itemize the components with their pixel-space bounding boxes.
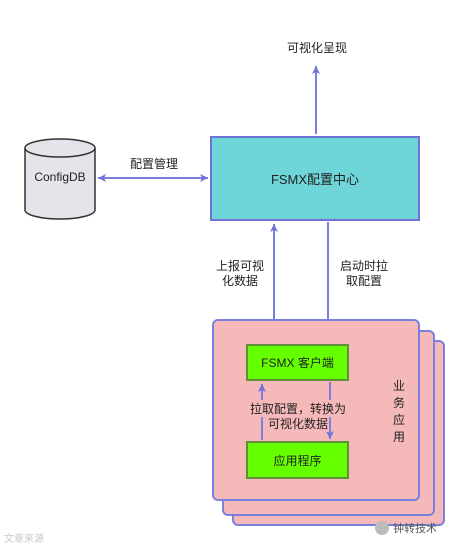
wechat-icon (375, 521, 389, 535)
fsmx-client-label: FSMX 客户端 (261, 356, 334, 370)
config-manage-label: 配置管理 (130, 157, 179, 171)
convert-label-line2: 可视化数据 (268, 415, 329, 432)
report-label-line2: 化数据 (222, 274, 259, 288)
startup-label-line1: 启动时拉 (340, 259, 389, 273)
watermark-right: 钟转技术 (375, 520, 437, 536)
fsmx-config-center: FSMX配置中心 (210, 136, 420, 221)
watermark-right-text: 钟转技术 (393, 523, 437, 535)
business-app-label: 业务应用 (392, 379, 405, 444)
convert-label-line1: 拉取配置，转换为 (250, 400, 347, 417)
application-program-box: 应用程序 (246, 441, 349, 479)
startup-label-line2: 取配置 (346, 274, 383, 288)
configdb-cylinder (24, 138, 96, 220)
report-label-line1: 上报可视 (216, 259, 265, 273)
visual-present-label: 可视化呈现 (287, 41, 348, 55)
fsmx-config-center-label: FSMX配置中心 (270, 172, 360, 187)
watermark-left: 文章来源 (4, 534, 44, 545)
configdb-label: ConfigDB (34, 170, 86, 184)
fsmx-client-box: FSMX 客户端 (246, 344, 349, 381)
application-program-label: 应用程序 (273, 453, 322, 468)
